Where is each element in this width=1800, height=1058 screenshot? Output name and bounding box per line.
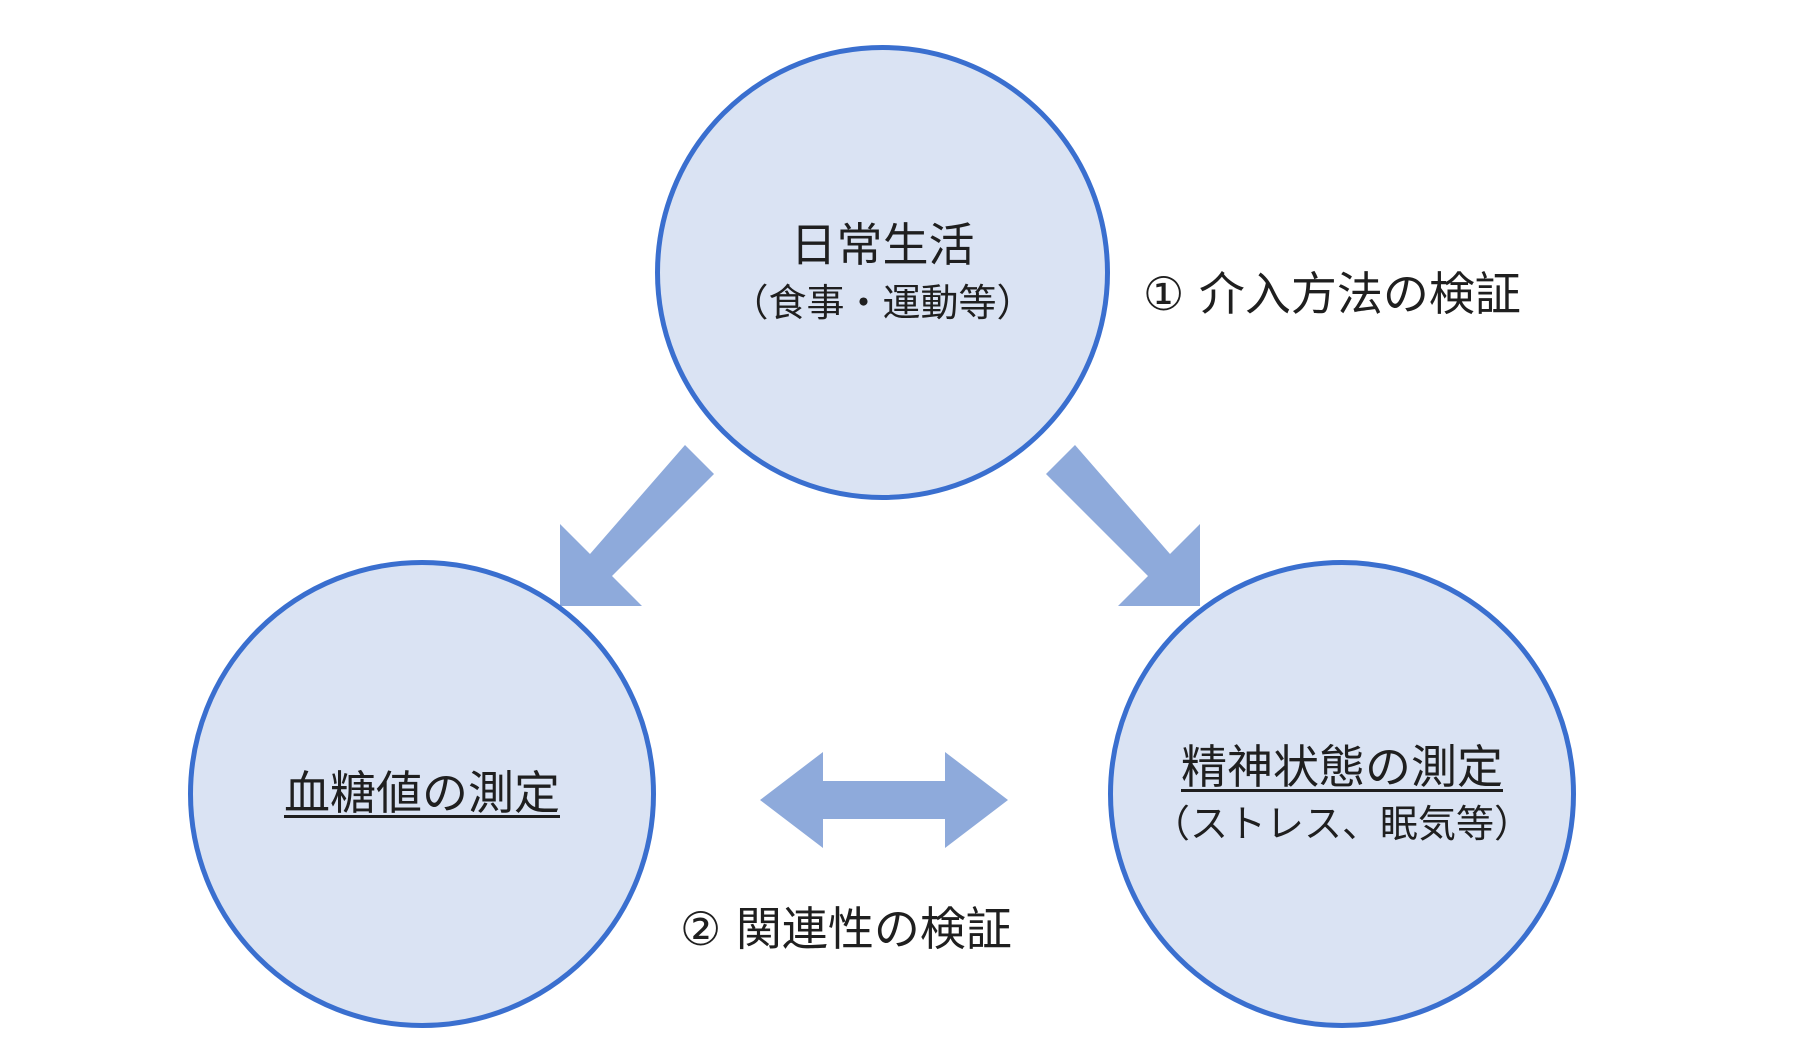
node-daily-life-title: 日常生活 <box>790 218 975 273</box>
node-mental-state-title: 精神状態の測定 <box>1181 739 1503 794</box>
node-daily-life-subtitle: （食事・運動等） <box>730 280 1035 325</box>
node-mental-state: 精神状態の測定 （ストレス、眠気等） <box>1108 560 1576 1028</box>
arrow-to-mental-state <box>1046 445 1200 606</box>
node-blood-glucose-title: 血糖値の測定 <box>284 766 560 821</box>
node-blood-glucose: 血糖値の測定 <box>188 560 656 1028</box>
label-relationship: ② 関連性の検証 <box>680 902 1012 956</box>
label-intervention: ① 介入方法の検証 <box>1143 267 1521 321</box>
node-daily-life: 日常生活 （食事・運動等） <box>655 45 1110 500</box>
arrow-to-blood-glucose <box>560 445 714 606</box>
node-mental-state-subtitle: （ストレス、眠気等） <box>1151 802 1532 847</box>
double-arrow-relationship <box>760 752 1008 848</box>
